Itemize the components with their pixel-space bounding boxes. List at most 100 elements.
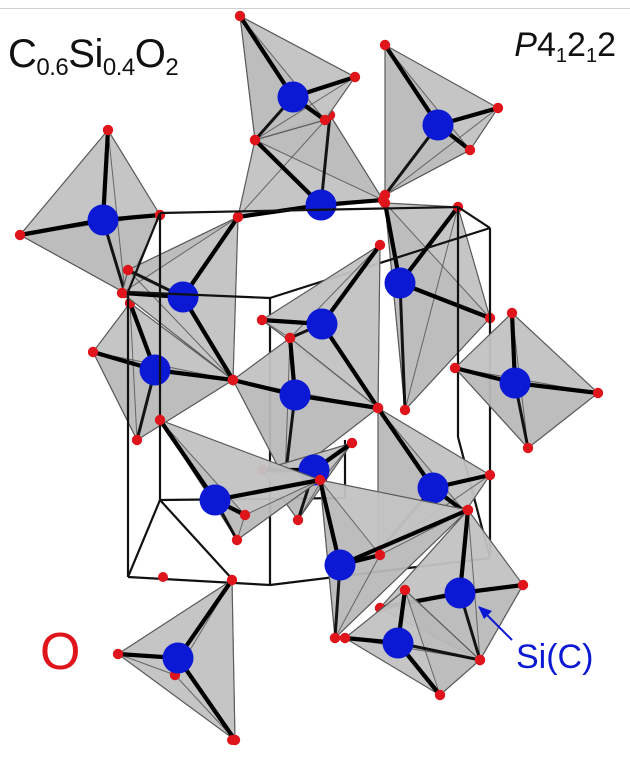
- tetrahedron-edge: [117, 653, 176, 676]
- tetrahedron-edge: [344, 637, 441, 696]
- oxygen-atom: [349, 71, 361, 83]
- oxygen-atom: [158, 572, 168, 582]
- oxygen-atom: [435, 690, 445, 700]
- silicon-atom: [499, 367, 531, 399]
- si-o-bond: [319, 242, 383, 327]
- oxygen-atom: [14, 229, 26, 241]
- tetrahedron-edge: [467, 509, 524, 586]
- tetrahedron-edge: [92, 302, 131, 353]
- oxygen-atom-label: O: [40, 623, 81, 681]
- silicon-atom: [199, 484, 231, 516]
- silicon-atom: [324, 549, 356, 581]
- tetrahedron-edge: [129, 302, 138, 441]
- tetrahedron-edge: [384, 44, 471, 151]
- tetrahedron-edge: [127, 269, 234, 381]
- tetrahedron-edge: [261, 319, 291, 339]
- tetrahedron-edge: [377, 244, 381, 409]
- sio4-tetrahedron: [14, 124, 166, 299]
- silicon-atom: [382, 627, 414, 659]
- tetrahedron-edge: [127, 216, 239, 271]
- si-o-bond: [397, 280, 493, 321]
- oxygen-atom: [492, 102, 504, 114]
- tetrahedron-edge: [236, 479, 321, 541]
- tetrahedron-edge: [479, 584, 524, 661]
- oxygen-atom: [522, 442, 534, 454]
- tetrahedron-highlight-face: [378, 408, 490, 512]
- arrow-head: [478, 606, 492, 619]
- unit-cell-edge: [126, 212, 162, 293]
- oxygen-atom: [154, 414, 166, 426]
- oxygen-atom: [231, 534, 243, 546]
- tetrahedron-edge: [404, 317, 491, 411]
- silicon-atom: [167, 281, 199, 313]
- tetrahedron-edge: [454, 312, 513, 369]
- oxygen-atom: [347, 438, 357, 448]
- tetrahedron-edge: [324, 76, 356, 121]
- silicon-atom: [417, 472, 449, 504]
- tetrahedron-edge: [404, 589, 441, 696]
- oxygen-atom: [249, 134, 261, 146]
- oxygen-atom: [131, 434, 143, 446]
- oxygen-atom: [284, 332, 296, 344]
- silicon-atom: [305, 189, 337, 221]
- oxygen-atom: [227, 374, 239, 386]
- tetrahedron-edge: [454, 367, 529, 449]
- tetrahedron-edge: [159, 419, 321, 481]
- oxygen-atom: [517, 579, 529, 591]
- tetrahedron-edge: [121, 216, 239, 294]
- tetrahedron-edge: [511, 312, 599, 394]
- tetrahedron-highlight-face: [160, 420, 320, 515]
- oxygen-atom: [319, 114, 331, 126]
- tetrahedron-edge: [92, 351, 138, 441]
- silicon-atom: [87, 204, 119, 236]
- si-o-bond: [382, 42, 441, 128]
- oxygen-atom: [374, 239, 386, 251]
- oxygen-atom: [112, 648, 124, 660]
- oxygen-atom: [462, 504, 474, 516]
- front-layer: [112, 239, 604, 746]
- si-o-bond: [319, 321, 381, 411]
- sio4-tetrahedron: [227, 332, 384, 486]
- si-o-bond: [337, 507, 471, 568]
- oxygen-atom: [256, 314, 268, 326]
- tetrahedron-edge: [117, 579, 233, 655]
- silicon-atom: [279, 379, 311, 411]
- silicon-atom: [162, 642, 194, 674]
- tetrahedron-edge: [377, 407, 491, 476]
- top-divider-line: [0, 8, 630, 9]
- tetrahedron-edge: [107, 129, 161, 216]
- oxygen-atom: [116, 287, 128, 299]
- oxygen-atom: [592, 387, 604, 399]
- oxygen-atom: [292, 514, 304, 526]
- oxygen-atom: [484, 469, 496, 481]
- tetrahedron-edge: [232, 337, 291, 381]
- oxygen-atom: [399, 584, 411, 596]
- tetrahedron-edge: [384, 44, 499, 109]
- silicon-atom: [306, 308, 338, 340]
- silicon-atom: [444, 577, 476, 609]
- oxygen-atom: [226, 574, 238, 586]
- oxygen-atom: [330, 633, 340, 643]
- unit-cell-edge: [457, 206, 491, 229]
- tetrahedron-edge: [239, 15, 326, 121]
- tetrahedron-edge: [261, 244, 381, 321]
- tetrahedron-edge: [467, 509, 481, 661]
- si-o-bond: [375, 405, 436, 491]
- oxygen-atom: [399, 404, 411, 416]
- unit-cell-edge: [159, 499, 234, 581]
- tetrahedron-edge: [319, 479, 469, 511]
- oxygen-atom: [379, 189, 391, 201]
- oxygen-atom: [379, 197, 391, 209]
- tetrahedron-edge: [384, 107, 499, 196]
- oxygen-atom: [314, 474, 326, 486]
- unit-cell-edge: [126, 499, 162, 578]
- tetrahedron-highlight-face: [240, 16, 355, 120]
- si-o-bond: [398, 281, 407, 412]
- tetrahedron-highlight-face: [380, 510, 523, 608]
- tetrahedron-edge: [232, 216, 239, 381]
- tetrahedron-edge: [469, 107, 499, 151]
- tetrahedron-edge: [329, 114, 384, 201]
- tetrahedron-highlight-face: [20, 130, 160, 235]
- oxygen-atom: [339, 632, 351, 644]
- back-layer: [14, 10, 504, 446]
